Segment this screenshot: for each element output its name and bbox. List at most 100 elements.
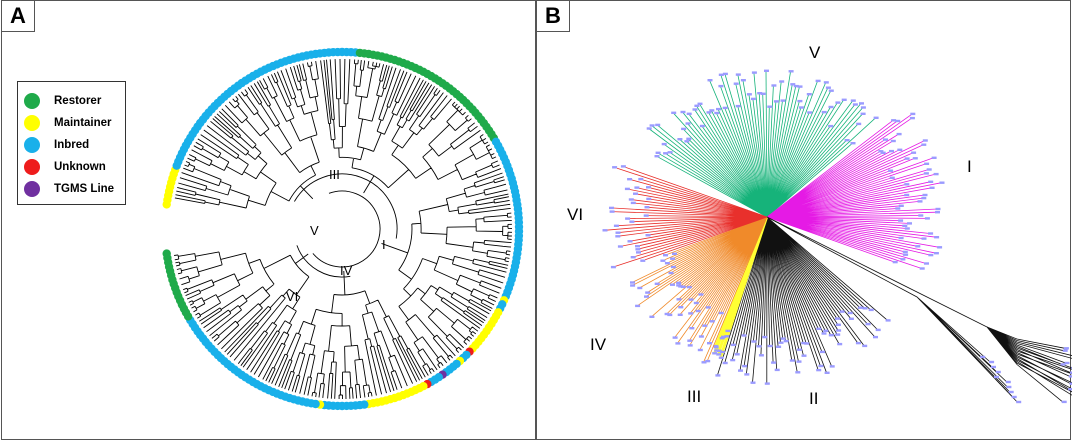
cluster-i-tips [878,112,945,270]
tip-label-mark [928,180,934,183]
tip-label-mark [773,100,779,103]
tip-label-mark [825,86,831,89]
tip-label-mark [667,313,673,317]
tip-label-mark [839,310,845,313]
tip-label-mark [883,138,888,141]
tip-label-mark [776,345,782,348]
tip-label-mark [1062,349,1068,352]
tip-label-mark [664,312,670,316]
tip-label-mark [1064,361,1070,365]
tip-label-mark [663,152,669,155]
tip-label-mark [715,374,721,377]
tip-label-mark [630,201,636,205]
tip-label-mark [796,348,802,351]
tip-label-mark [707,342,712,345]
tip-label-mark [821,332,827,335]
tip-label-mark [722,72,728,76]
legend-label-restorer: Restorer [54,95,102,107]
tip-label-mark [778,341,784,344]
cluster-label-b-iii: III [687,387,702,406]
tip-label-mark [828,124,834,128]
tip-label-mark [649,124,655,127]
tip-label-mark [859,102,864,105]
tip-label-mark [919,267,925,270]
inbred-dot-icon [24,137,40,153]
legend-item-maintainer: Maintainer [24,113,112,133]
tip-label-mark [675,342,681,345]
cluster-vi-tips [602,165,652,269]
tip-label-mark [926,168,932,171]
tip-label-mark [741,334,747,337]
tip-label-mark [1016,400,1022,404]
cluster-branch-lines [648,70,876,218]
tip-label-mark [873,116,879,119]
tip-label-mark [672,252,677,255]
tip-label-mark [684,140,690,143]
cluster-iii-tips [712,329,731,359]
tip-label-mark [850,142,856,145]
unrooted-tree [602,69,1072,404]
tip-label-mark [1060,363,1066,366]
tip-label-mark [751,340,757,343]
cluster-i-branches [766,113,942,269]
tip-label-mark [980,355,986,359]
tip-label-mark [922,139,928,142]
tip-label-mark [686,112,692,115]
tip-label-mark [609,210,615,213]
tip-label-mark [904,157,910,160]
tip-label-mark [707,79,713,82]
tip-label-mark [1005,380,1011,384]
tip-label-mark [625,217,631,220]
tip-label-mark [995,370,1001,374]
legend-item-restorer: Restorer [24,91,101,111]
tip-label-mark [637,286,643,290]
tip-label-mark [667,151,673,154]
tip-label-mark [902,224,908,227]
tip-label-mark [837,342,843,346]
tip-label-mark [624,187,630,191]
outlier-tips [980,347,1072,404]
tip-label-mark [885,319,891,322]
tip-label-mark [896,132,902,136]
cluster-iii-branches [713,216,769,359]
tip-label-mark [928,232,934,235]
tip-label-mark [807,111,813,114]
cluster-v-tips [646,69,879,158]
tip-label-mark [774,368,780,372]
tip-label-mark [629,220,635,223]
tip-label-mark [758,354,764,357]
tip-label-mark [735,73,741,76]
tip-label-mark [821,110,827,114]
tip-label-mark [994,375,999,379]
tip-label-mark [1063,347,1069,350]
tip-label-mark [924,262,929,265]
tip-label-mark [730,358,736,362]
tip-label-mark [724,335,730,338]
tip-label-mark [655,151,661,154]
tip-label-mark [816,327,822,330]
tip-label-mark [1011,395,1017,399]
cluster-label-a-i: I [382,237,386,252]
tip-label-mark [924,217,930,220]
legend-label-maintainer: Maintainer [54,117,112,129]
tip-label-mark [628,198,634,201]
tip-label-mark [670,257,676,260]
tip-label-mark [935,207,941,211]
tip-label-mark [640,259,646,262]
tip-label-mark [873,335,878,339]
tip-label-mark [677,138,683,141]
cluster-label-b-ii: II [809,389,819,408]
tip-label-mark [756,345,762,348]
tip-label-mark [816,368,822,372]
tip-label-mark [612,166,618,169]
cluster-branch-lines [713,216,769,359]
tip-label-mark [646,197,652,201]
tip-label-mark [917,200,923,203]
panel-a-label: A [2,1,35,32]
tip-label-mark [900,258,906,261]
tip-label-mark [1008,390,1014,394]
tip-label-mark [620,165,626,168]
tip-label-mark [646,127,652,130]
tip-label-mark [664,262,670,265]
tip-label-mark [702,324,708,327]
